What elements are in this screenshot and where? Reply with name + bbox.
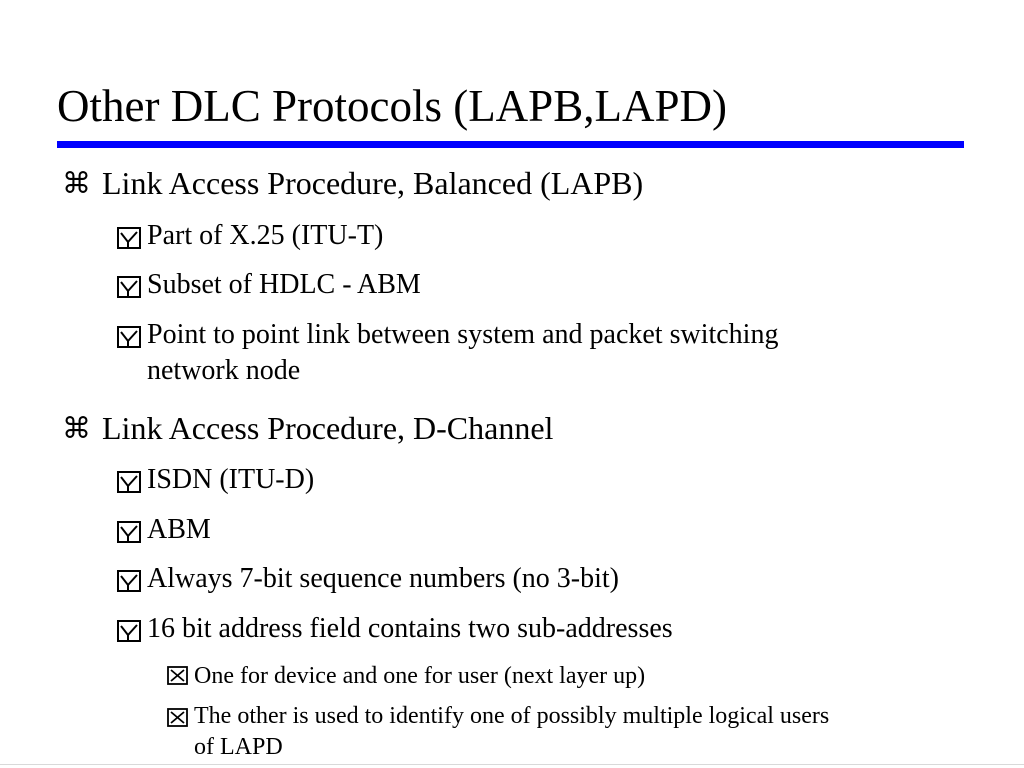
checked-box-icon bbox=[117, 326, 141, 348]
sub-bullet-text: ISDN (ITU-D) bbox=[147, 464, 315, 495]
bullet-text: Link Access Procedure, Balanced (LAPB) bbox=[102, 165, 644, 201]
bullet-text: Link Access Procedure, D-Channel bbox=[102, 410, 554, 446]
sub-sub-bullet-item: One for device and one for user (next la… bbox=[167, 659, 645, 694]
title-underline-bar bbox=[57, 141, 964, 148]
sub-bullet-item: ISDN (ITU-D) bbox=[117, 462, 314, 498]
checked-box-icon bbox=[117, 276, 141, 298]
slide-title: Other DLC Protocols (LAPB,LAPD) bbox=[57, 81, 727, 131]
sub-sub-bullet-item: The other is used to identify one of pos… bbox=[167, 701, 829, 763]
checked-box-icon bbox=[117, 620, 141, 642]
checked-box-icon bbox=[117, 521, 141, 543]
sub-sub-bullet-text: One for device and one for user (next la… bbox=[194, 663, 646, 689]
crossed-box-icon bbox=[167, 708, 188, 727]
sub-bullet-item: ABM bbox=[117, 512, 211, 548]
sub-bullet-text: Always 7-bit sequence numbers (no 3-bit) bbox=[147, 563, 619, 594]
sub-sub-bullet-text-line-1: The other is used to identify one of pos… bbox=[194, 703, 830, 729]
bottom-divider bbox=[0, 764, 1024, 765]
sub-bullet-item: Always 7-bit sequence numbers (no 3-bit) bbox=[117, 561, 619, 597]
sub-bullet-text: ABM bbox=[147, 514, 211, 545]
checked-box-icon bbox=[117, 570, 141, 592]
sub-bullet-item: 16 bit address field contains two sub-ad… bbox=[117, 611, 673, 647]
checked-box-icon bbox=[117, 471, 141, 493]
sub-bullet-text-line-1: Point to point link between system and p… bbox=[147, 319, 779, 350]
command-icon: ⌘ bbox=[62, 166, 91, 200]
sub-bullet-item: Point to point link between system and p… bbox=[117, 317, 778, 390]
checked-box-icon bbox=[117, 227, 141, 249]
sub-bullet-text: 16 bit address field contains two sub-ad… bbox=[147, 613, 673, 644]
sub-sub-bullet-text-line-2: of LAPD bbox=[194, 734, 283, 761]
sub-bullet-item: Subset of HDLC - ABM bbox=[117, 267, 421, 303]
crossed-box-icon bbox=[167, 666, 188, 685]
command-icon: ⌘ bbox=[62, 411, 91, 445]
sub-bullet-text-line-2: network node bbox=[147, 355, 301, 387]
sub-bullet-text: Part of X.25 (ITU-T) bbox=[147, 220, 384, 251]
title-underline bbox=[57, 141, 964, 148]
bullet-item-lapb: ⌘ Link Access Procedure, Balanced (LAPB) bbox=[62, 165, 643, 202]
sub-bullet-text: Subset of HDLC - ABM bbox=[147, 269, 421, 300]
sub-bullet-item: Part of X.25 (ITU-T) bbox=[117, 218, 383, 254]
bullet-item-lapd: ⌘ Link Access Procedure, D-Channel bbox=[62, 410, 553, 447]
